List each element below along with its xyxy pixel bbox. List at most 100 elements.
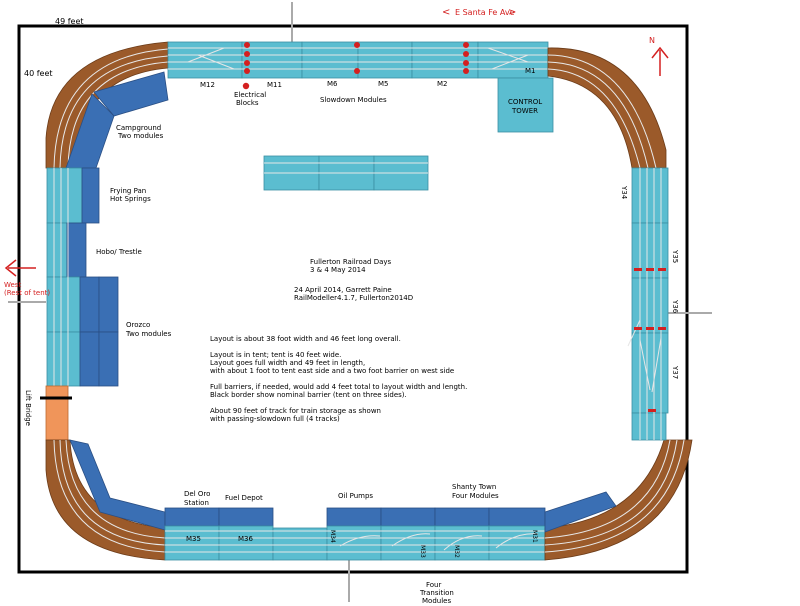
shanty-town-label: Shanty Town bbox=[452, 483, 496, 491]
m35-label: M35 bbox=[186, 535, 201, 543]
module-m1 bbox=[477, 41, 549, 79]
orozco-spur-1b bbox=[98, 276, 119, 333]
tent-barrier-border bbox=[17, 24, 689, 574]
frying-pan-label: Frying Pan bbox=[110, 187, 146, 195]
track-rail bbox=[53, 48, 169, 169]
corner-curve-top-right bbox=[547, 47, 667, 169]
oil-pumps-industry bbox=[326, 507, 382, 527]
module-m34 bbox=[326, 525, 382, 561]
layout-title: Fullerton Railroad Days bbox=[310, 258, 392, 266]
module-m6 bbox=[301, 41, 359, 79]
module-y37 bbox=[631, 332, 669, 414]
track-rail bbox=[544, 439, 671, 539]
note-line: Layout is in tent; tent is 40 feet wide. bbox=[210, 351, 341, 359]
electrical-blocks-label: Electrical bbox=[234, 91, 266, 99]
hobo-trestle-label: Hobo/ Trestle bbox=[96, 248, 142, 256]
track-rail bbox=[547, 54, 657, 169]
street-label: E Santa Fe Ave bbox=[455, 8, 515, 17]
center-tracks bbox=[264, 162, 428, 174]
module-right-transition bbox=[631, 412, 667, 441]
frying-pan-spur bbox=[81, 167, 100, 224]
note-line: Layout goes full width and 49 feet in le… bbox=[210, 359, 365, 367]
hobo-trestle-module bbox=[46, 222, 68, 278]
m2-label: M2 bbox=[437, 80, 448, 88]
y35-label: Y35 bbox=[671, 249, 679, 263]
y34-label: Y34 bbox=[620, 185, 628, 200]
m6-label: M6 bbox=[327, 80, 338, 88]
track-rail bbox=[544, 439, 685, 553]
width-dimension-label: 49 feet bbox=[55, 17, 84, 26]
note-line: with about 1 foot to tent east side and … bbox=[210, 367, 454, 375]
control-tower-sublabel: TOWER bbox=[511, 107, 538, 115]
orozco-spur-1a bbox=[79, 276, 100, 333]
software-line: RailModeller4.1.7, Fullerton2014D bbox=[294, 294, 413, 302]
module-m35 bbox=[164, 525, 220, 561]
transition-modules-label: Four bbox=[426, 581, 441, 589]
track-rail bbox=[53, 439, 166, 553]
orozco-module-2 bbox=[46, 331, 81, 387]
transition-modules-sublabel-2: Modules bbox=[422, 597, 451, 605]
module-y34 bbox=[631, 167, 669, 224]
m36-label: M36 bbox=[238, 535, 253, 543]
m34-label: M34 bbox=[329, 530, 336, 543]
fuel-depot-industry bbox=[218, 507, 274, 527]
m11-label: M11 bbox=[267, 81, 282, 89]
north-label: N bbox=[649, 36, 655, 45]
orozco-module-1 bbox=[46, 276, 81, 333]
track-rail bbox=[547, 68, 641, 169]
m1-label: M1 bbox=[525, 67, 536, 75]
orozco-spur-2b bbox=[98, 331, 119, 387]
street-arrow-right-icon: > bbox=[508, 7, 516, 18]
m33-label: M33 bbox=[419, 545, 426, 558]
frying-pan-module bbox=[46, 167, 83, 224]
control-tower-label: CONTROL bbox=[508, 98, 542, 106]
module-m36 bbox=[218, 525, 274, 561]
y36-label: Y36 bbox=[671, 299, 679, 314]
right-tracks bbox=[627, 168, 662, 440]
note-line: About 90 feet of track for train storage… bbox=[210, 407, 381, 415]
shanty-industry-1 bbox=[380, 507, 436, 527]
m32-label: M32 bbox=[453, 545, 460, 558]
shanty-industry-3 bbox=[488, 507, 546, 527]
module-m31 bbox=[488, 525, 546, 561]
bottom-right-spur bbox=[544, 491, 617, 533]
lift-bridge-label: Lift Bridge bbox=[24, 390, 32, 426]
bottom-tracks bbox=[165, 530, 545, 553]
electrical-block-markers bbox=[242, 42, 469, 90]
note-line: Black border show nominal barrier (tent … bbox=[210, 391, 407, 399]
control-tower bbox=[497, 77, 554, 133]
note-line: Full barriers, if needed, would add 4 fe… bbox=[210, 383, 467, 391]
y37-label: Y37 bbox=[671, 365, 679, 379]
track-rail bbox=[65, 439, 166, 539]
corner-curve-bottom-right bbox=[544, 439, 693, 561]
shanty-town-sublabel: Four Modules bbox=[452, 492, 499, 500]
m31-label: M31 bbox=[531, 530, 538, 543]
north-arrowhead-icon bbox=[651, 46, 669, 59]
fuel-depot-label: Fuel Depot bbox=[225, 494, 263, 502]
orozco-spur-2a bbox=[79, 331, 100, 387]
module-m5 bbox=[357, 41, 413, 79]
note-line: with passing-slowdown full (4 tracks) bbox=[210, 415, 340, 423]
author-line: 24 April 2014, Garrett Paine bbox=[294, 286, 392, 294]
west-arrowhead-icon bbox=[4, 259, 17, 277]
del-oro-sublabel: Station bbox=[184, 499, 209, 507]
slowdown-modules-label: Slowdown Modules bbox=[320, 96, 387, 104]
note-line: Layout is about 38 foot width and 46 fee… bbox=[210, 335, 401, 343]
del-oro-label: Del Oro bbox=[184, 490, 210, 498]
shanty-industry-2 bbox=[434, 507, 490, 527]
module-m32 bbox=[434, 525, 490, 561]
frying-pan-sublabel: Hot Springs bbox=[110, 195, 151, 203]
street-arrow-left-icon: < bbox=[442, 7, 450, 18]
west-sublabel: (Rest of tent) bbox=[4, 289, 50, 297]
campground-sublabel: Two modules bbox=[117, 132, 164, 140]
hobo-trestle-spur bbox=[66, 222, 87, 278]
oil-pumps-label: Oil Pumps bbox=[338, 492, 373, 500]
height-dimension-label: 40 feet bbox=[24, 69, 53, 78]
module-m11 bbox=[241, 41, 303, 79]
track-rail bbox=[59, 439, 166, 546]
del-oro-industry bbox=[164, 507, 220, 527]
west-label: West bbox=[4, 281, 21, 289]
m5-label: M5 bbox=[378, 80, 389, 88]
track-rail bbox=[547, 61, 649, 169]
